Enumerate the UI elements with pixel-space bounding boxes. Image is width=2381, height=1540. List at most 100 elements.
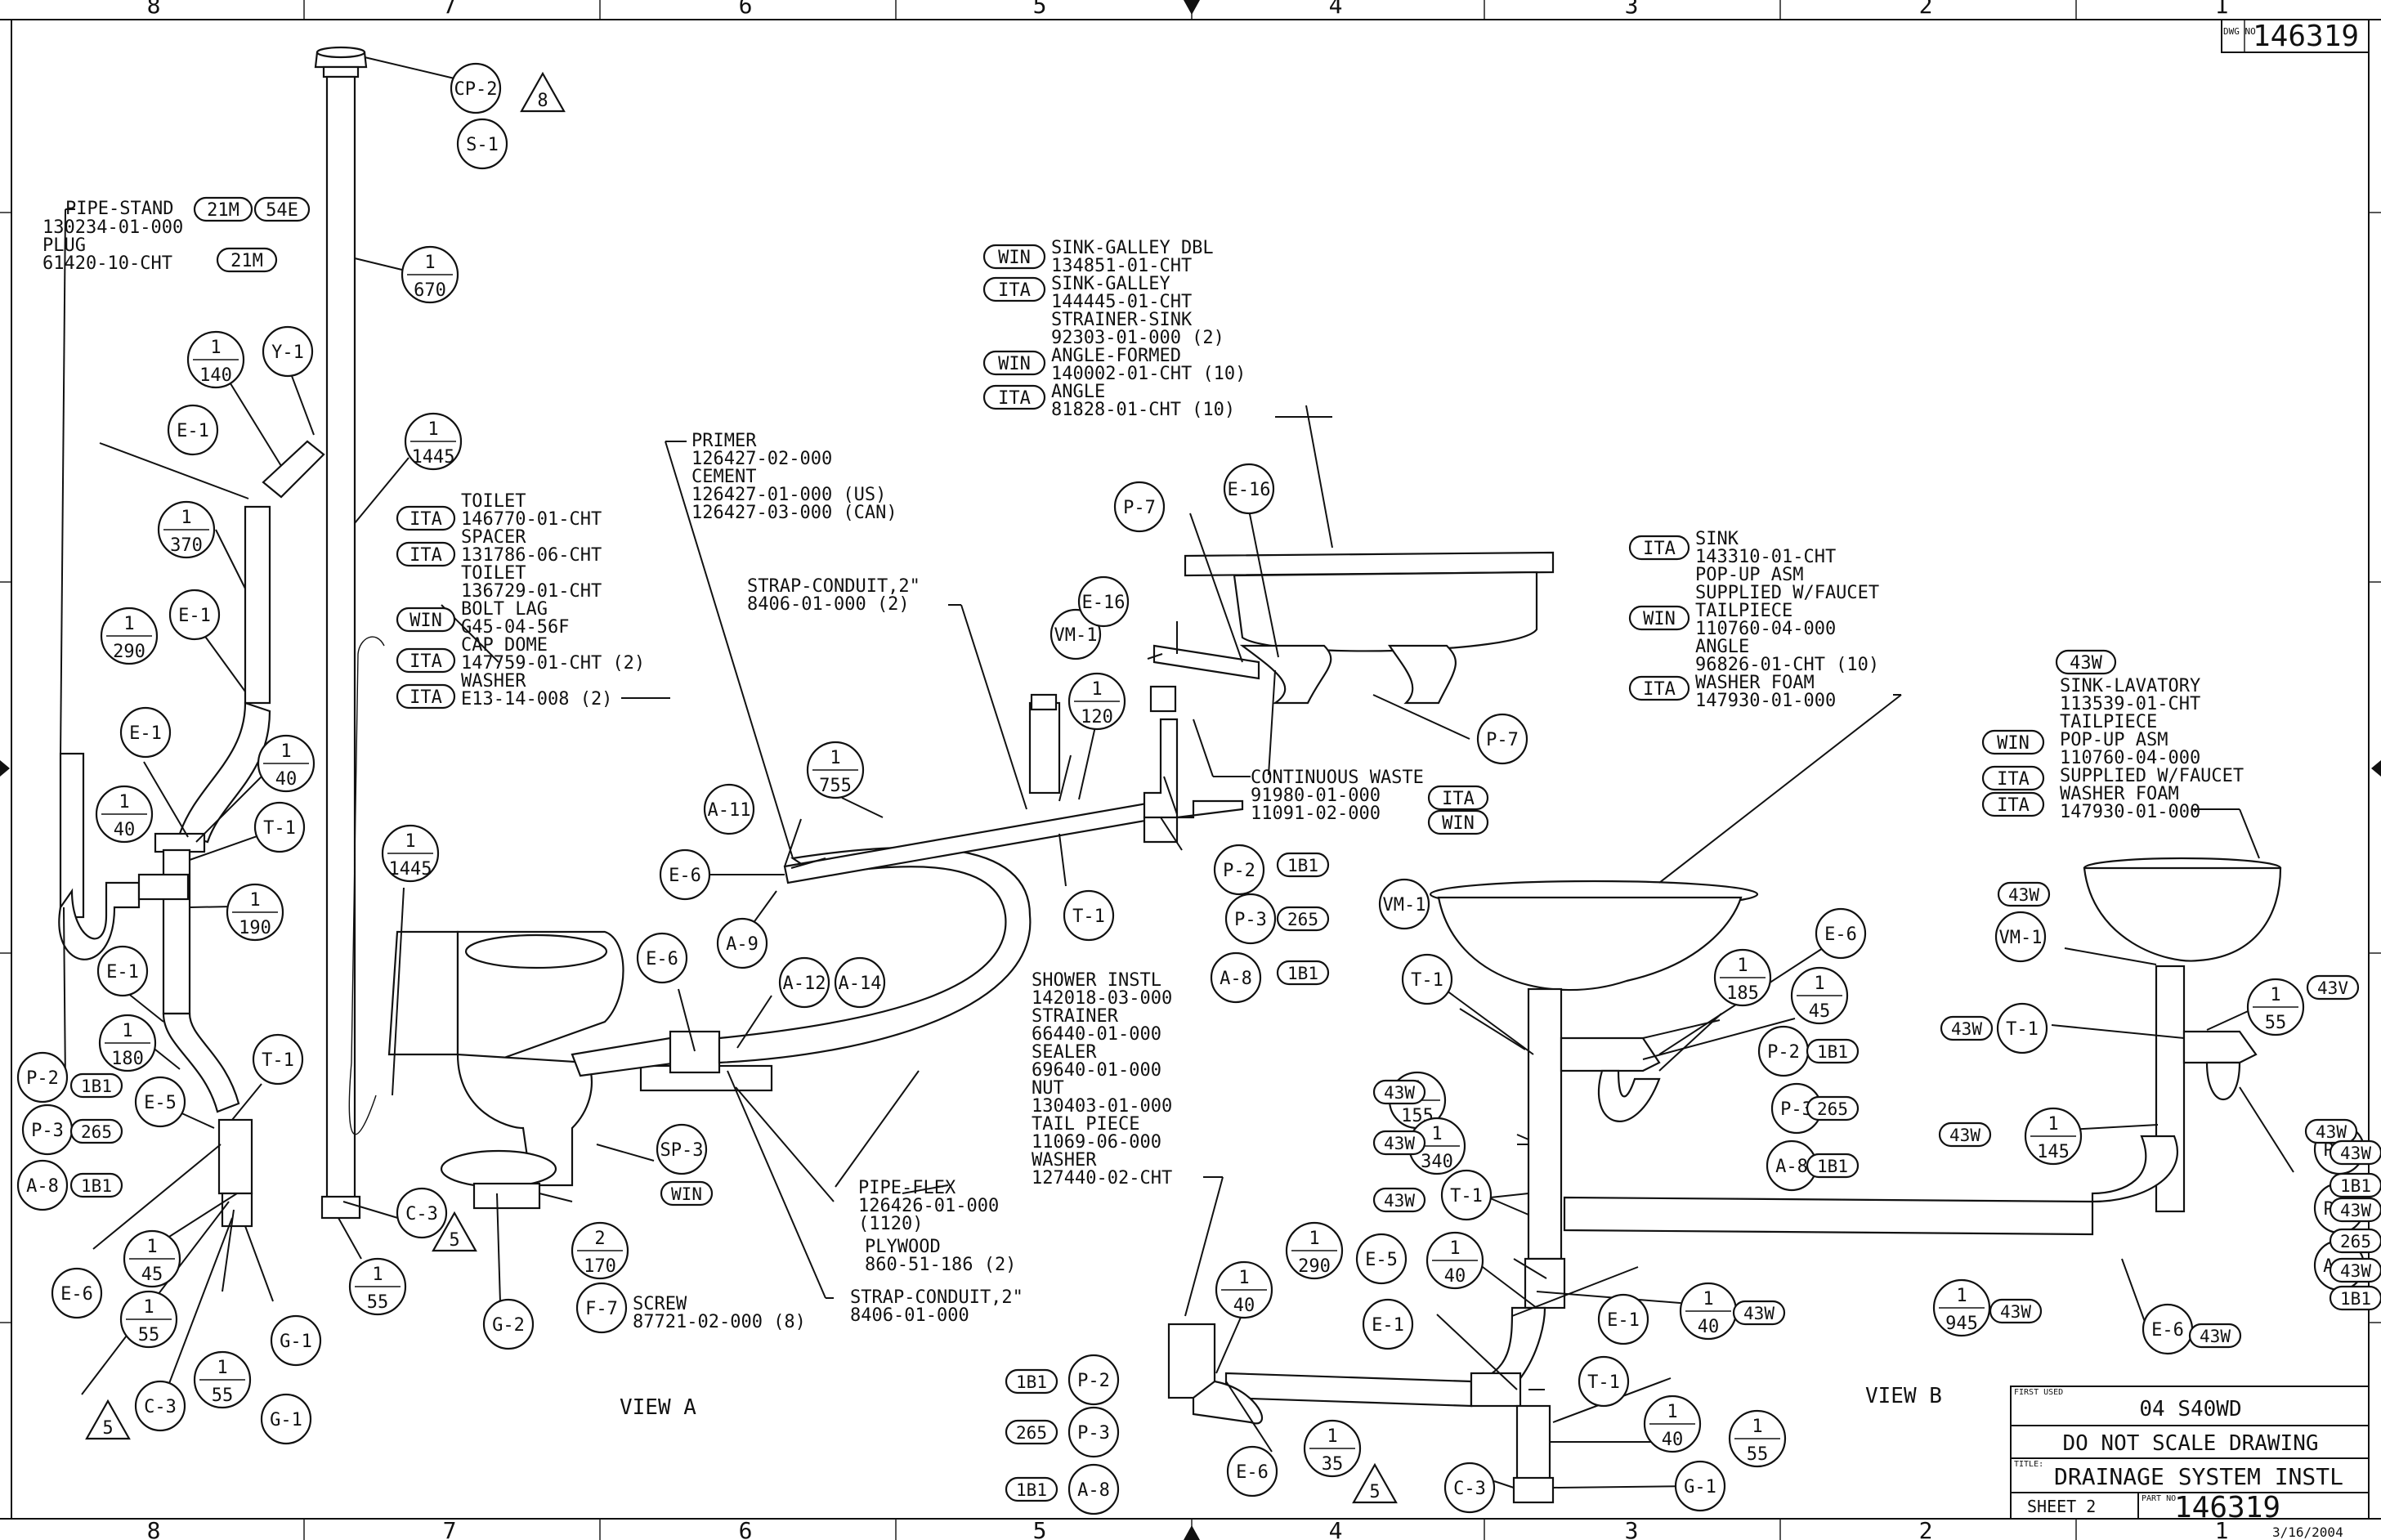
svg-text:1: 1 — [427, 419, 438, 440]
svg-text:E-1: E-1 — [177, 421, 209, 441]
svg-text:1B1: 1B1 — [1287, 856, 1318, 875]
svg-text:40: 40 — [275, 769, 298, 790]
quantity-balloon: 155 — [348, 1257, 407, 1316]
svg-text:43W: 43W — [2070, 653, 2102, 674]
tag-oval: 1B1 — [1806, 1038, 1860, 1064]
note-continuous-waste: CONTINUOUS WASTE 91980-01-000 11091-02-0… — [1193, 719, 1489, 835]
svg-text:11069-06-000: 11069-06-000 — [1032, 1132, 1161, 1153]
svg-text:2: 2 — [594, 1229, 605, 1249]
svg-text:POP-UP ASM: POP-UP ASM — [2060, 730, 2168, 750]
svg-text:43W: 43W — [2000, 1302, 2031, 1322]
svg-text:TOILET: TOILET — [461, 563, 526, 584]
quantity-balloon: 140 — [95, 785, 154, 844]
svg-text:1: 1 — [424, 253, 435, 273]
svg-text:126426-01-000: 126426-01-000 — [858, 1196, 999, 1216]
svg-text:35: 35 — [1322, 1454, 1344, 1475]
revision-triangle: 5 — [85, 1399, 131, 1440]
svg-text:127440-02-CHT: 127440-02-CHT — [1032, 1168, 1172, 1189]
svg-text:SHOWER INSTL: SHOWER INSTL — [1032, 970, 1161, 991]
drawing-date: 3/16/2004 — [2272, 1524, 2343, 1540]
svg-text:1: 1 — [122, 1021, 132, 1041]
svg-text:E-1: E-1 — [1372, 1315, 1404, 1336]
tag-oval: 1B1 — [1276, 960, 1330, 986]
svg-text:1: 1 — [1956, 1286, 1967, 1306]
svg-text:SEALER: SEALER — [1032, 1042, 1097, 1063]
svg-text:1: 1 — [2048, 1114, 2058, 1135]
svg-text:SPACER: SPACER — [461, 527, 526, 548]
tag-oval: 43W — [1997, 881, 2051, 907]
svg-text:TAILPIECE: TAILPIECE — [2060, 712, 2157, 732]
svg-text:43W: 43W — [1384, 1191, 1415, 1211]
svg-text:370: 370 — [170, 535, 203, 556]
svg-text:1: 1 — [1703, 1289, 1713, 1309]
svg-text:55: 55 — [2265, 1013, 2287, 1033]
svg-text:P-2: P-2 — [1767, 1042, 1800, 1063]
svg-text:ANGLE-FORMED: ANGLE-FORMED — [1051, 346, 1181, 366]
svg-text:290: 290 — [113, 642, 145, 662]
balloon-t-1: T-1 — [1401, 953, 1453, 1005]
svg-text:T-1: T-1 — [2006, 1019, 2039, 1040]
tag-ovals: 1B12651B11B12651B1WIN1B12651B11B12651B14… — [69, 852, 2381, 1502]
svg-text:3: 3 — [1625, 0, 1639, 19]
balloon-g-1: G-1 — [1674, 1460, 1726, 1512]
svg-text:1: 1 — [146, 1237, 157, 1257]
svg-text:S-1: S-1 — [466, 135, 499, 155]
svg-text:1: 1 — [1814, 974, 1824, 994]
balloon-g-1: G-1 — [260, 1393, 312, 1445]
quantity-balloon: 140 — [1643, 1395, 1702, 1453]
svg-text:E-16: E-16 — [1082, 593, 1126, 613]
quantity-balloon: 145 — [1790, 966, 1849, 1025]
svg-text:185: 185 — [1726, 983, 1759, 1004]
svg-text:43W: 43W — [1743, 1304, 1775, 1323]
svg-text:1: 1 — [405, 831, 415, 852]
svg-text:1445: 1445 — [389, 859, 432, 880]
view-a-label: VIEW A — [620, 1395, 696, 1420]
svg-text:A-12: A-12 — [783, 974, 826, 994]
svg-text:E13-14-008 (2): E13-14-008 (2) — [461, 689, 612, 710]
tag-oval: 43W — [2329, 1257, 2381, 1283]
svg-text:TAIL PIECE: TAIL PIECE — [1032, 1114, 1139, 1135]
svg-text:F-7: F-7 — [585, 1299, 618, 1319]
svg-text:ANGLE: ANGLE — [1695, 637, 1749, 657]
svg-text:1B1: 1B1 — [1016, 1480, 1047, 1500]
svg-text:ITA: ITA — [1997, 769, 2030, 790]
svg-text:40: 40 — [1698, 1317, 1720, 1337]
note-lavatory: 43W SINK-LAVATORY 113539-01-CHT TAILPIEC… — [1981, 649, 2244, 822]
balloon-e-1: E-1 — [167, 404, 219, 456]
tag-oval: 1B1 — [1806, 1153, 1860, 1179]
svg-text:Y-1: Y-1 — [271, 342, 304, 363]
svg-text:265: 265 — [81, 1122, 112, 1142]
svg-text:1: 1 — [1431, 1124, 1442, 1144]
svg-text:6: 6 — [739, 0, 753, 19]
svg-text:130403-01-000: 130403-01-000 — [1032, 1096, 1172, 1117]
svg-text:E-6: E-6 — [60, 1284, 93, 1305]
balloon-p-7: P-7 — [1113, 481, 1166, 533]
balloon-c-3: C-3 — [134, 1380, 186, 1432]
balloon-e-1: E-1 — [96, 945, 149, 997]
svg-text:2: 2 — [1919, 1517, 1933, 1540]
balloon-f-7: F-7 — [575, 1282, 628, 1334]
svg-text:G-1: G-1 — [270, 1410, 302, 1430]
svg-text:126427-02-000: 126427-02-000 — [691, 449, 832, 469]
svg-text:140: 140 — [199, 365, 232, 386]
svg-text:61420-10-CHT: 61420-10-CHT — [43, 253, 172, 274]
svg-text:WIN: WIN — [998, 248, 1031, 268]
svg-text:147759-01-CHT (2): 147759-01-CHT (2) — [461, 653, 645, 674]
svg-text:8: 8 — [537, 91, 548, 111]
svg-text:1: 1 — [830, 748, 840, 768]
svg-text:A-9: A-9 — [726, 934, 759, 955]
title-label: TITLE: — [2014, 1460, 2043, 1469]
tag-oval: 265 — [1276, 906, 1330, 932]
fraction-balloons: 1670114011445137012901401401190118014515… — [95, 245, 2305, 1478]
svg-text:92303-01-000 (2): 92303-01-000 (2) — [1051, 328, 1224, 348]
svg-text:265: 265 — [1287, 910, 1318, 929]
svg-text:43W: 43W — [2316, 1122, 2347, 1142]
balloon-p-2: P-2 — [1213, 844, 1265, 896]
svg-text:134851-01-CHT: 134851-01-CHT — [1051, 256, 1192, 276]
balloon-e-16: E-16 — [1077, 575, 1130, 628]
